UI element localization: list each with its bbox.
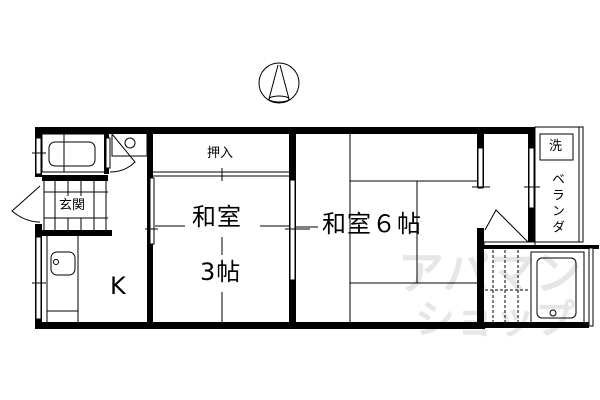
bathtub-icon xyxy=(48,141,96,167)
wall-top xyxy=(35,127,535,134)
oshiire-label: 押入 xyxy=(207,146,234,161)
washer-label: 洗 xyxy=(549,139,563,154)
kitchen-sink-icon xyxy=(50,251,76,276)
kitchen-label: K xyxy=(110,272,126,300)
veranda-label: ベランダ xyxy=(549,172,564,236)
wall-bottom xyxy=(35,322,485,329)
washitsu3-name: 和室 xyxy=(192,203,242,231)
washitsu6-label: 和室６帖 xyxy=(322,210,422,238)
entrance-door-icon xyxy=(11,185,41,223)
washbasin-icon xyxy=(111,132,148,157)
washitsu3-size: 3帖 xyxy=(200,258,242,286)
north-arrow-icon xyxy=(258,62,300,104)
washing-machine-icon xyxy=(539,133,574,161)
watermark-line2: ショップ xyxy=(415,297,575,343)
genkan-label: 玄関 xyxy=(59,198,86,213)
